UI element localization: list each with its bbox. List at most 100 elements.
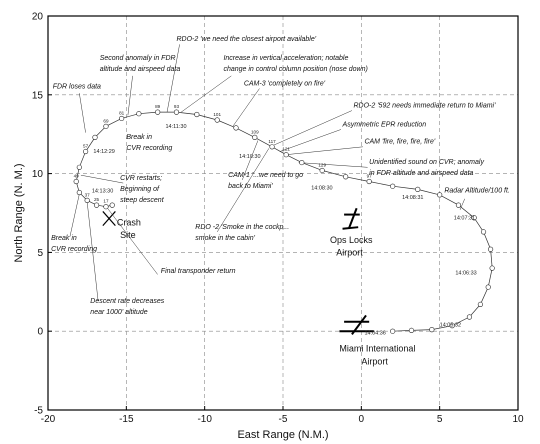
track-point <box>173 109 180 115</box>
track-point <box>485 284 491 290</box>
annotation-text: RDO-2 'we need the closest airport avail… <box>176 36 316 43</box>
radar-altitude-label: 109 <box>251 129 259 134</box>
track-point <box>415 186 421 192</box>
x-axis-title: East Range (N.M.) <box>237 429 328 441</box>
radar-altitude-label: 89 <box>155 104 161 109</box>
flight-track-points <box>73 109 495 334</box>
time-label: 14:08:31 <box>402 195 423 201</box>
track-point <box>109 202 115 208</box>
track-point <box>343 174 349 180</box>
track-point <box>408 327 415 334</box>
radar-altitude-label: 97 <box>367 173 373 178</box>
leader-line <box>107 208 158 275</box>
x-tick-label: -20 <box>41 414 56 425</box>
track-point <box>252 134 258 140</box>
leader-line <box>79 93 86 133</box>
annotation-text: CAM 'fire, fire, fire, fire' <box>364 139 435 146</box>
leader-line <box>242 140 259 180</box>
leader-line <box>459 198 465 210</box>
y-tick-label: 20 <box>32 12 44 23</box>
track-point <box>477 301 484 308</box>
annotation-text: Increase in vertical acceleration; notab… <box>223 55 348 62</box>
radar-altitude-label: 117 <box>268 139 276 144</box>
annotation-text: Break in <box>51 235 77 242</box>
radar-altitude-label: 93 <box>174 104 180 109</box>
radar-altitude-label: 69 <box>103 118 109 123</box>
time-label: 14:06:33 <box>455 270 476 276</box>
annotation-text: Beginning of <box>120 186 160 193</box>
annotation-text: Unidentified sound on CVR; anomaly <box>369 159 484 166</box>
annotation-text: near 1000' altitude <box>90 309 147 316</box>
time-label: 14:08:30 <box>311 185 332 191</box>
radar-altitude-label: 81 <box>119 110 125 115</box>
annotation-text: back to Miami' <box>228 183 273 190</box>
y-axis-title: North Range (N. M.) <box>13 163 25 262</box>
track-point <box>429 327 435 333</box>
track-point <box>487 246 494 252</box>
track-point <box>437 192 443 198</box>
leader-line <box>286 146 363 155</box>
ops-locka-runway-icon <box>342 207 360 230</box>
track-point <box>84 197 90 203</box>
x-tick-label: -5 <box>279 414 288 425</box>
track-point <box>489 265 495 271</box>
time-label: 14:12:29 <box>93 149 114 155</box>
annotation-text: Break in <box>126 134 152 141</box>
annotation-text: smoke in the cabin' <box>195 235 255 242</box>
x-tick-label: 0 <box>359 414 365 425</box>
annotation-leader-lines <box>69 44 465 302</box>
track-point <box>269 144 275 150</box>
radar-altitude-label: 57 <box>83 144 89 149</box>
annotation-text: RDO -2 'Smoke in the cockp... <box>195 224 289 231</box>
annotation-text: CAM-3 'completely on fire' <box>244 80 326 87</box>
x-tick-label: -15 <box>119 414 134 425</box>
track-point <box>92 134 98 140</box>
annotation-text: Second anomaly in FDR <box>100 55 176 62</box>
annotations: RDO-2 'we need the closest airport avail… <box>51 36 510 316</box>
track-point <box>455 202 462 208</box>
track-point <box>449 323 455 329</box>
track-point <box>480 229 487 235</box>
track-point <box>466 314 473 320</box>
time-label: 14:13:30 <box>92 189 113 195</box>
annotation-text: CVR recording <box>51 246 97 253</box>
track-point <box>194 111 200 118</box>
leader-line <box>86 201 99 302</box>
track-point <box>136 111 142 117</box>
leader-line <box>181 75 232 113</box>
track-point <box>471 215 477 221</box>
y-tick-label: -5 <box>34 406 43 417</box>
place-label: Miami International <box>339 344 415 354</box>
place-label: Ops Locks <box>330 235 373 245</box>
leader-line <box>273 110 353 146</box>
place-label: Airport <box>336 248 363 258</box>
leader-line <box>69 194 80 237</box>
track-point <box>103 204 109 210</box>
leader-line <box>80 174 124 184</box>
miami-runway-icon <box>339 314 374 335</box>
place-label: Site <box>120 230 136 240</box>
annotation-text: Descent rate decreases <box>90 298 164 305</box>
grid-lines <box>48 16 518 410</box>
radar-altitude-label: 49 <box>74 173 80 178</box>
annotation-text: altitude and airspeed data <box>100 66 181 73</box>
annotation-text: CVR restarts; <box>120 175 162 182</box>
track-point <box>390 328 396 334</box>
annotation-text: Radar Altitude/100 ft. <box>444 188 510 195</box>
radar-altitude-label: 17 <box>103 199 109 204</box>
annotation-text: Final transponder return <box>161 268 236 275</box>
track-point <box>155 109 161 115</box>
place-label: Airport <box>361 356 388 366</box>
leader-line <box>279 129 342 152</box>
leader-line <box>216 148 270 233</box>
track-point <box>103 123 109 129</box>
time-labels: 14:11:30 14:12:29 14:10:30 14:13:30 14:08:30… <box>92 124 477 336</box>
time-label: 14:10:30 <box>239 154 260 160</box>
time-label: 14:11:30 <box>166 124 187 130</box>
time-label: 14:04:36 <box>364 330 385 336</box>
time-label: 14:07:31 <box>454 215 475 221</box>
radar-altitude-label: 37 <box>85 192 91 197</box>
annotation-text: FDR loses data <box>53 83 101 90</box>
radar-altitude-label: 121 <box>282 147 290 152</box>
